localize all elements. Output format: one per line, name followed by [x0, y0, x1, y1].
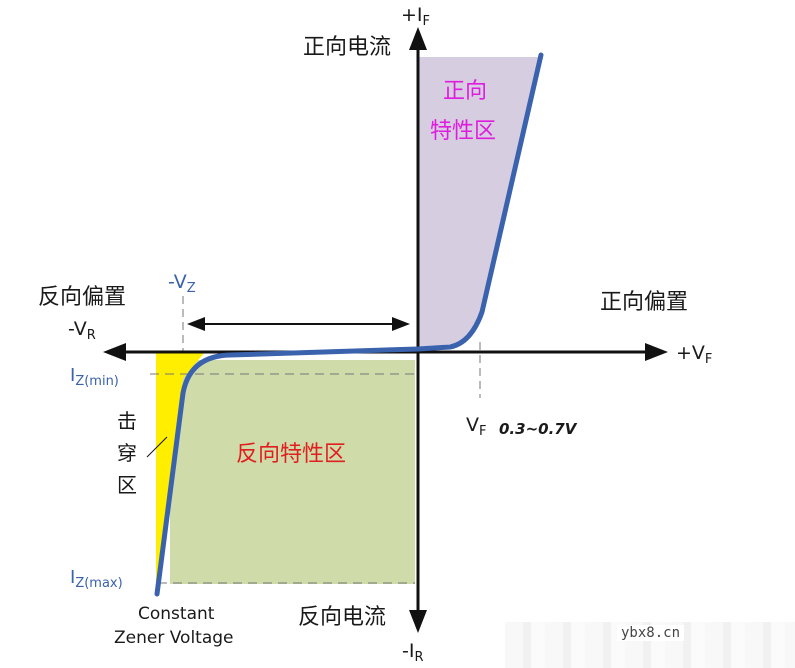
minus-vr-sub: R — [87, 328, 96, 343]
forward-region-label-line2: 特性区 — [430, 119, 496, 144]
vf-marker-sub: F — [479, 424, 486, 439]
reverse-current-label: 反向电流 — [298, 605, 386, 630]
iz-max-sub: Z(max) — [75, 576, 122, 591]
x-axis-left-arrow — [103, 343, 126, 361]
breakdown-label-1: 击 — [117, 409, 137, 433]
y-axis-top-arrow — [409, 27, 427, 50]
constant-label-line2: Zener Voltage — [114, 628, 234, 648]
forward-region-label-line1: 正向 — [443, 79, 487, 104]
minus-vz-sub: Z — [187, 281, 196, 296]
plus-vf-sub: F — [705, 352, 712, 367]
breakdown-label-2: 穿 — [117, 441, 137, 465]
plus-vf-main: +V — [676, 342, 705, 364]
reverse-region-label: 反向特性区 — [236, 442, 346, 467]
minus-vz-main: -V — [168, 271, 187, 293]
x-axis-right-arrow — [645, 343, 668, 361]
zener-iv-curve — [154, 52, 544, 597]
reverse-characteristic-region — [170, 360, 415, 584]
breakdown-pointer-line — [146, 436, 168, 458]
iz-min-main: I — [70, 365, 75, 386]
forward-characteristic-region — [418, 57, 540, 349]
reverse-span-left-arrowhead — [187, 317, 205, 331]
plus-if-sub: F — [423, 14, 430, 29]
minus-vr-main: -V — [68, 318, 87, 340]
reverse-span-right-arrowhead — [392, 317, 410, 331]
y-axis-bottom-arrow — [409, 610, 427, 633]
iz-min-sub: Z(min) — [75, 374, 119, 389]
minus-vr-label: -VR — [68, 318, 96, 343]
vf-marker-main: V — [466, 414, 479, 436]
minus-ir-main: -I — [402, 640, 414, 662]
vf-range-label: 0.3~0.7V — [499, 420, 578, 438]
minus-ir-sub: R — [414, 650, 423, 665]
plus-vf-label: +VF — [676, 342, 712, 367]
iz-max-label: IZ(max) — [70, 567, 123, 591]
reverse-bias-label: 反向偏置 — [38, 285, 126, 310]
forward-bias-label: 正向偏置 — [600, 290, 688, 315]
minus-ir-label: -IR — [402, 640, 424, 665]
breakdown-region — [156, 352, 205, 583]
iz-min-label: IZ(min) — [70, 365, 119, 389]
constant-label-line1: Constant — [138, 604, 215, 624]
plus-if-label: +IF — [401, 4, 430, 29]
minus-vz-label: -VZ — [168, 271, 196, 296]
watermark-text: ybx8.cn — [617, 625, 685, 641]
plus-if-main: +I — [401, 4, 423, 26]
breakdown-label-3: 区 — [117, 473, 137, 497]
iz-max-main: I — [70, 567, 75, 588]
forward-current-label: 正向电流 — [303, 35, 391, 60]
vf-marker-label: VF — [466, 414, 486, 439]
